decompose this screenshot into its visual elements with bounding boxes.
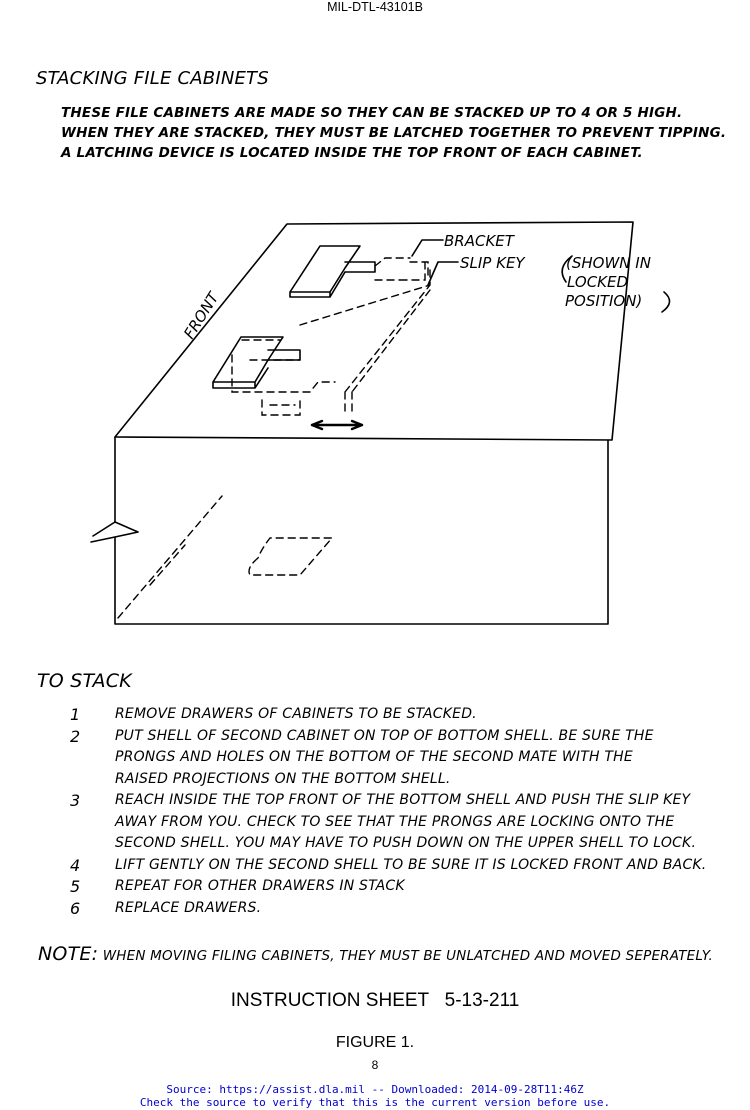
face-hidden-cutout xyxy=(248,537,334,576)
break-mark xyxy=(90,521,139,543)
step-text: REMOVE DRAWERS OF CABINETS TO BE STACKED… xyxy=(115,706,477,722)
bracket-lower xyxy=(212,336,301,389)
step-text: SECOND SHELL. YOU MAY HAVE TO PUSH DOWN … xyxy=(115,835,697,851)
label-shown-in: (SHOWN IN xyxy=(566,254,651,272)
page-title: STACKING FILE CABINETS xyxy=(36,68,269,89)
position-paren xyxy=(661,291,671,313)
step-number: 3 xyxy=(70,791,81,810)
label-slip-key: SLIP KEY xyxy=(460,254,526,272)
step-number: 1 xyxy=(70,705,81,724)
intro-paragraph: THESE FILE CABINETS ARE MADE SO THEY CAN… xyxy=(61,103,726,163)
intro-line: WHEN THEY ARE STACKED, THEY MUST BE LATC… xyxy=(61,125,727,141)
cabinet-front-face xyxy=(114,436,609,625)
section-heading-to-stack: TO STACK xyxy=(37,670,132,692)
label-bracket: BRACKET xyxy=(444,232,516,250)
step-number: 4 xyxy=(70,855,81,875)
step-text: AWAY FROM YOU. CHECK TO SEE THAT THE PRO… xyxy=(115,813,675,830)
shown-paren xyxy=(561,255,573,283)
step-number: 5 xyxy=(70,877,81,896)
label-locked: LOCKED xyxy=(567,273,628,291)
label-front: FRONT xyxy=(180,288,223,343)
step-text: RAISED PROJECTIONS ON THE BOTTOM SHELL. xyxy=(115,770,451,787)
step-item: 2 PUT SHELL OF SECOND CABINET ON TOP OF … xyxy=(70,726,706,791)
step-text: PUT SHELL OF SECOND CABINET ON TOP OF BO… xyxy=(115,727,654,744)
source-footer: Source: https://assist.dla.mil -- Downlo… xyxy=(0,1083,750,1109)
figure-caption: FIGURE 1. xyxy=(335,1034,415,1051)
slip-key-hidden xyxy=(299,257,431,416)
intro-line: THESE FILE CABINETS ARE MADE SO THEY CAN… xyxy=(61,105,683,121)
steps-list: 1 REMOVE DRAWERS OF CABINETS TO BE STACK… xyxy=(70,704,706,919)
page-number: 8 xyxy=(371,1058,379,1072)
label-position: POSITION) xyxy=(565,292,642,310)
source-link[interactable]: Source: https://assist.dla.mil -- Downlo… xyxy=(166,1083,584,1096)
note-label: NOTE: xyxy=(38,943,99,965)
step-text: REPLACE DRAWERS. xyxy=(115,899,262,916)
step-text: REACH INSIDE THE TOP FRONT OF THE BOTTOM… xyxy=(115,792,691,808)
source-notice: Check the source to verify that this is … xyxy=(139,1096,611,1109)
step-text: PRONGS AND HOLES ON THE BOTTOM OF THE SE… xyxy=(115,749,633,765)
step-number: 6 xyxy=(70,898,81,918)
face-hidden-diagonal xyxy=(117,495,223,619)
latch-hidden xyxy=(231,339,336,416)
cabinet-top-outline xyxy=(114,221,634,441)
bracket-upper xyxy=(289,245,376,298)
face-hidden-diagonal-2 xyxy=(149,544,186,586)
step-item: 6 REPLACE DRAWERS. xyxy=(70,898,706,920)
bracket-leader xyxy=(411,239,444,257)
slipkey-leader xyxy=(427,261,459,286)
intro-line: A LATCHING DEVICE IS LOCATED INSIDE THE … xyxy=(61,145,643,161)
step-number: 2 xyxy=(70,726,81,746)
step-item: 1 REMOVE DRAWERS OF CABINETS TO BE STACK… xyxy=(70,704,706,726)
instruction-sheet-id: INSTRUCTION SHEET 5-13-211 xyxy=(230,990,520,1011)
note-text: WHEN MOVING FILING CABINETS, THEY MUST B… xyxy=(102,948,714,964)
step-text: LIFT GENTLY ON THE SECOND SHELL TO BE SU… xyxy=(115,856,707,873)
note: NOTE: WHEN MOVING FILING CABINETS, THEY … xyxy=(38,943,713,965)
step-item: 3 REACH INSIDE THE TOP FRONT OF THE BOTT… xyxy=(70,790,706,855)
step-item: 4 LIFT GENTLY ON THE SECOND SHELL TO BE … xyxy=(70,855,706,877)
step-text: REPEAT FOR OTHER DRAWERS IN STACK xyxy=(115,878,405,894)
document-id: MIL-DTL-43101B xyxy=(327,0,423,14)
move-arrow xyxy=(310,419,364,431)
step-item: 5 REPEAT FOR OTHER DRAWERS IN STACK xyxy=(70,876,706,898)
